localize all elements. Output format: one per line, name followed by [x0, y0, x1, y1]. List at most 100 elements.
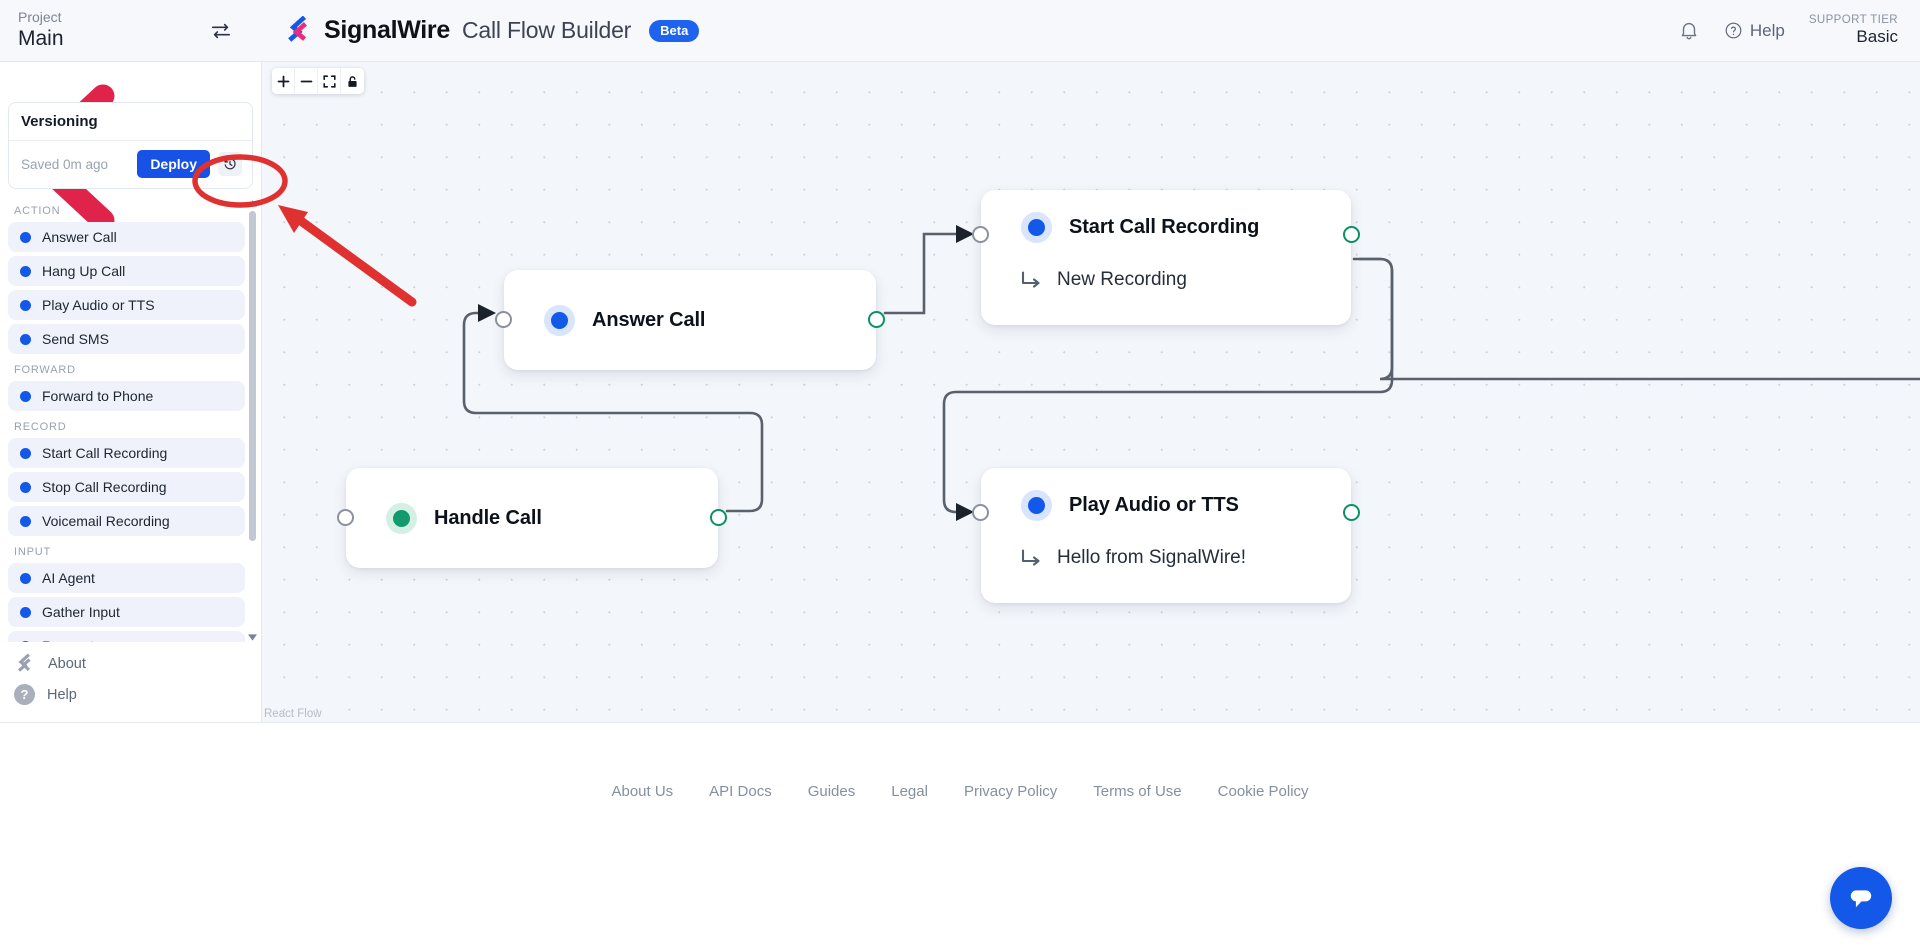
flow-node-answer-call[interactable]: Answer Call: [495, 270, 885, 370]
history-clock-icon[interactable]: [218, 152, 242, 176]
saved-timestamp: Saved 0m ago: [21, 156, 109, 172]
palette-item-play-audio-or-tts[interactable]: Play Audio or TTS: [8, 290, 245, 320]
node-output-handle[interactable]: [1343, 226, 1360, 243]
zoom-in-icon[interactable]: [272, 68, 295, 94]
arrowhead-start-recording-in: [956, 225, 974, 243]
footer-link-terms-of-use[interactable]: Terms of Use: [1093, 783, 1182, 800]
lock-icon[interactable]: [341, 68, 364, 94]
palette-item-send-sms[interactable]: Send SMS: [8, 324, 245, 354]
brand-block: SignalWire Call Flow Builder Beta: [284, 15, 700, 46]
canvas-controls: [272, 68, 364, 94]
support-tier: SUPPORT TIER Basic: [1809, 14, 1898, 47]
palette-item-stop-call-recording[interactable]: Stop Call Recording: [8, 472, 245, 502]
node-input-handle[interactable]: [495, 311, 512, 328]
palette-item-ai-agent[interactable]: AI Agent: [8, 563, 245, 593]
versioning-row: Saved 0m ago Deploy: [9, 141, 252, 188]
bell-icon[interactable]: [1678, 19, 1700, 42]
footer-link-api-docs[interactable]: API Docs: [709, 783, 772, 800]
palette-item-forward-to-phone[interactable]: Forward to Phone: [8, 381, 245, 411]
node-type-dot-icon: [20, 481, 31, 493]
palette-item-label: Send SMS: [42, 331, 109, 347]
header-actions: Help SUPPORT TIER Basic: [1678, 0, 1920, 62]
sidebar-help-label: Help: [47, 686, 77, 703]
node-output-handle[interactable]: [1343, 504, 1360, 521]
node-type-dot-icon: [20, 299, 31, 311]
node-input-handle[interactable]: [972, 504, 989, 521]
project-switcher[interactable]: Project Main: [0, 0, 262, 62]
node-type-dot-icon: [20, 265, 31, 277]
node-input-handle[interactable]: [972, 226, 989, 243]
node-type-dot-icon: [20, 640, 31, 642]
footer-link-guides[interactable]: Guides: [807, 783, 856, 800]
flow-node-header: Handle Call: [386, 502, 542, 534]
node-output-handle[interactable]: [710, 509, 727, 526]
brand-name: SignalWire: [324, 16, 450, 44]
fit-view-icon[interactable]: [318, 68, 341, 94]
zoom-out-icon[interactable]: [295, 68, 318, 94]
react-flow-attribution[interactable]: React Flow: [264, 708, 322, 720]
question-circle-icon: [1724, 21, 1743, 40]
node-type-dot-icon: [20, 606, 31, 618]
footer-link-cookie-policy[interactable]: Cookie Policy: [1217, 783, 1309, 800]
flow-arrowheads: [478, 225, 974, 521]
sidebar-footer: About ? Help: [0, 642, 261, 722]
sidebar-item-help[interactable]: ? Help: [14, 679, 261, 710]
palette-item-label: AI Agent: [42, 570, 95, 586]
versioning-card: Versioning Saved 0m ago Deploy: [8, 102, 253, 189]
support-tier-value: Basic: [1856, 27, 1898, 47]
flow-node-header: Start Call Recording: [1021, 212, 1351, 243]
flow-node-subtitle-row: New Recording: [1021, 269, 1351, 291]
edge-handle-to-answer: [462, 311, 764, 513]
question-mark-icon: ?: [14, 684, 35, 705]
palette-item-label: Play Audio or TTS: [42, 297, 155, 313]
back-row: [0, 62, 261, 232]
node-type-dot-icon: [20, 515, 31, 527]
versioning-title: Versioning: [9, 103, 252, 141]
node-input-handle[interactable]: [337, 509, 354, 526]
palette-scroll-thumb[interactable]: [249, 211, 256, 541]
arrow-down-right-icon: [1021, 548, 1042, 568]
help-link[interactable]: Help: [1724, 21, 1785, 41]
palette-item-voicemail-recording[interactable]: Voicemail Recording: [8, 506, 245, 536]
palette-item-label: Forward to Phone: [42, 388, 154, 404]
node-output-handle[interactable]: [868, 311, 885, 328]
palette-group-label: ACTION: [14, 205, 61, 217]
footer-link-privacy-policy[interactable]: Privacy Policy: [963, 783, 1058, 800]
palette-item-request[interactable]: Request: [8, 631, 245, 642]
palette-group-label: INPUT: [14, 546, 51, 558]
node-type-dot-icon: [20, 333, 31, 345]
flow-node-title: Play Audio or TTS: [1069, 494, 1239, 516]
swap-horizontal-icon[interactable]: [210, 20, 232, 42]
scroll-down-icon[interactable]: [248, 633, 257, 642]
node-type-dot-icon: [544, 304, 575, 336]
palette-item-hang-up-call[interactable]: Hang Up Call: [8, 256, 245, 286]
flow-node-title: Handle Call: [434, 506, 542, 529]
palette-scrollbar[interactable]: [248, 199, 257, 642]
palette-item-label: Request: [42, 638, 94, 642]
flow-node-handle-call[interactable]: Handle Call: [337, 468, 727, 568]
palette-item-start-call-recording[interactable]: Start Call Recording: [8, 438, 245, 468]
chat-bubble-icon[interactable]: [1830, 867, 1892, 929]
palette-item-answer-call[interactable]: Answer Call: [8, 222, 245, 252]
node-type-dot-icon: [20, 231, 31, 243]
sidebar-item-about[interactable]: About: [14, 648, 261, 679]
edge-answer-to-start-recording: [883, 232, 964, 315]
flow-node-header: Answer Call: [544, 304, 706, 336]
palette-item-label: Voicemail Recording: [42, 513, 170, 529]
flow-node-title: Answer Call: [592, 308, 706, 331]
node-type-dot-icon: [1021, 490, 1052, 521]
footer-link-legal[interactable]: Legal: [891, 783, 928, 800]
flow-node-header: Play Audio or TTS: [1021, 490, 1351, 521]
edge-start-recording-to-play-audio: [942, 257, 1394, 514]
left-sidebar: Versioning Saved 0m ago Deploy ACTION Ans…: [0, 62, 262, 722]
scroll-up-icon[interactable]: [248, 199, 257, 208]
palette-item-gather-input[interactable]: Gather Input: [8, 597, 245, 627]
support-tier-label: SUPPORT TIER: [1808, 14, 1898, 27]
footer-link-about-us[interactable]: About Us: [611, 783, 674, 800]
deploy-button[interactable]: Deploy: [137, 150, 210, 178]
palette-group-label: RECORD: [14, 421, 67, 433]
